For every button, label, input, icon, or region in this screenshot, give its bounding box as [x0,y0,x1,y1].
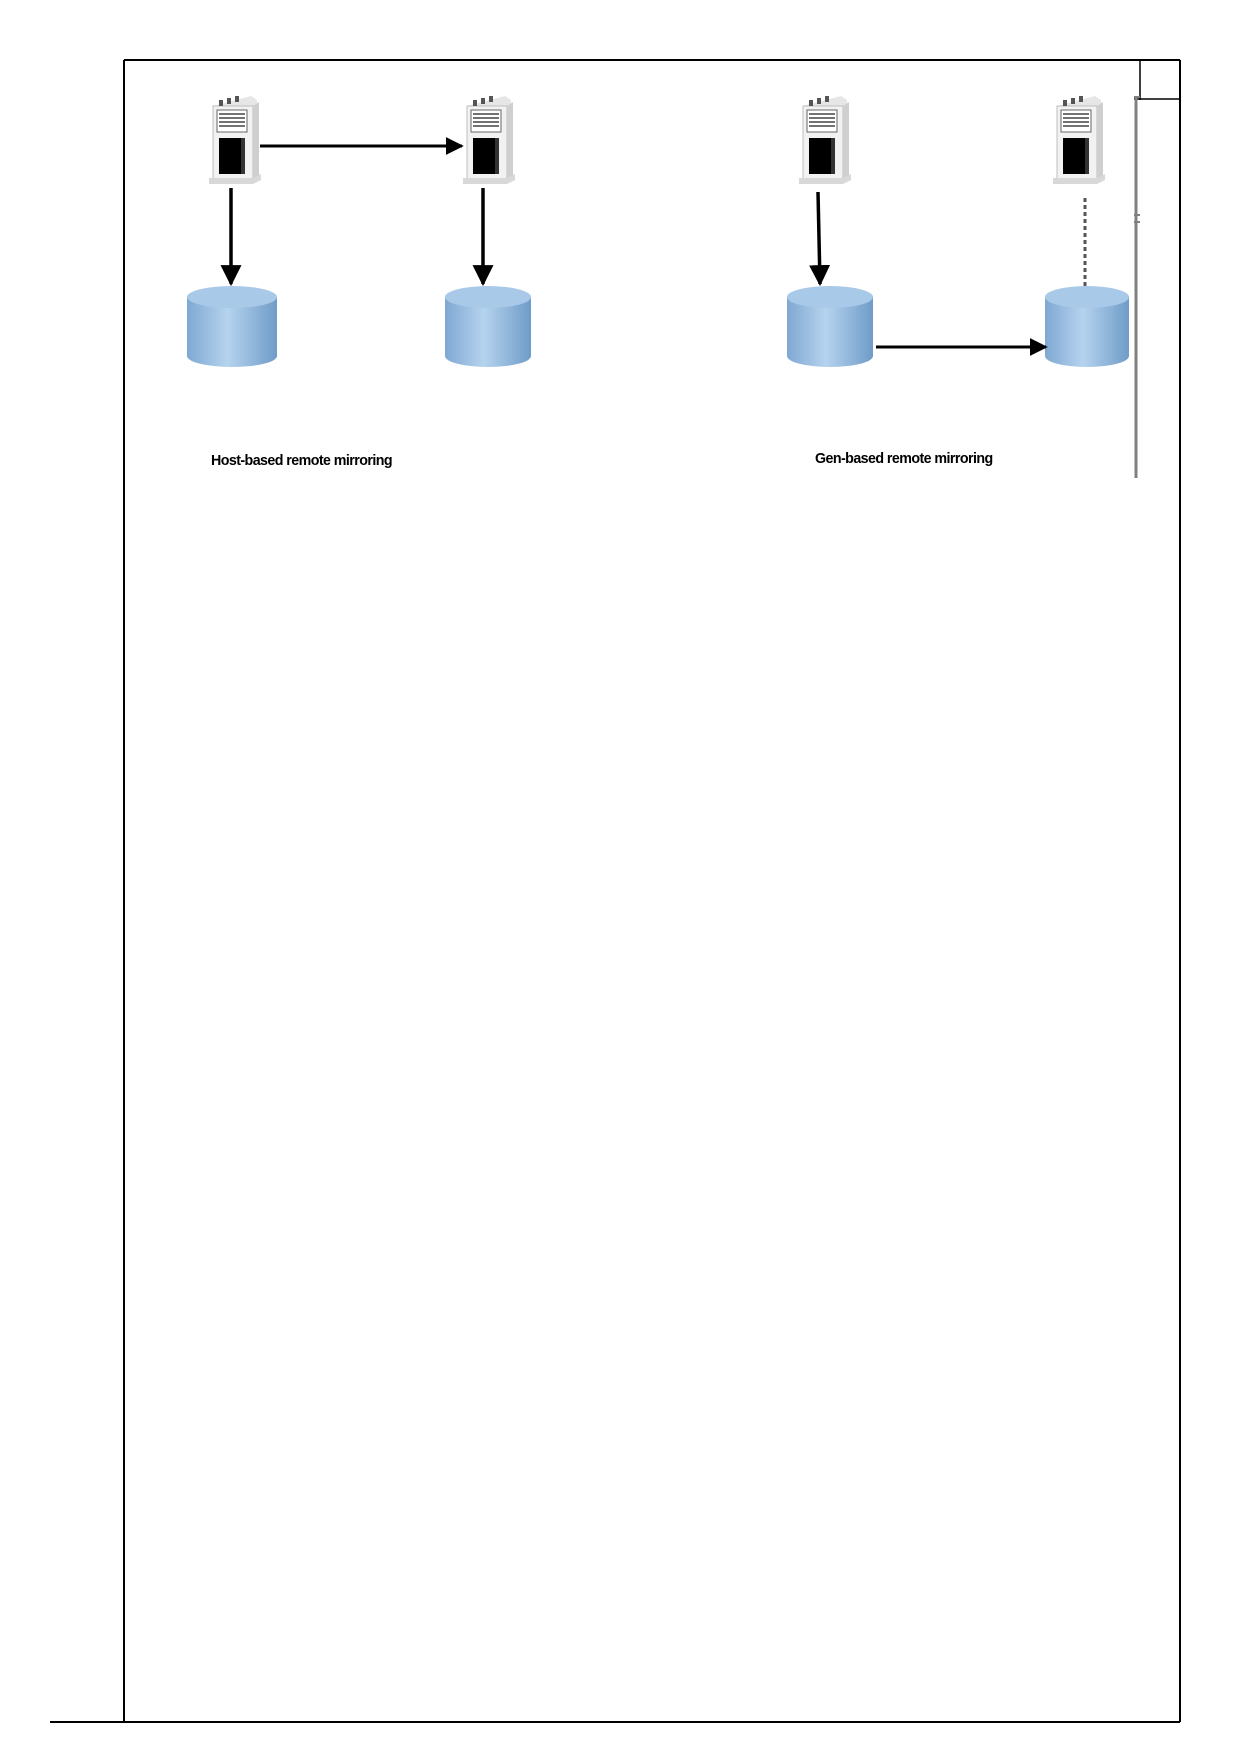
server-icon [798,95,852,184]
divider-tick-marks [1134,96,1140,223]
gen-based-caption: Gen-based remote mirroring [815,450,993,467]
server-icon [462,95,516,184]
disk-cylinder-icon [445,286,531,367]
server-icon [208,95,262,184]
disk-cylinder-icon [1045,286,1129,367]
disk-cylinder-icon [187,286,277,367]
server-to-disk-arrow [809,191,831,287]
disk-cylinder-icon [787,286,873,367]
server-icon [1052,95,1106,184]
page-frame [50,59,1181,1723]
host-based-diagram [187,95,531,367]
host-based-caption: Host-based remote mirroring [211,452,393,469]
gen-based-diagram [787,95,1129,367]
